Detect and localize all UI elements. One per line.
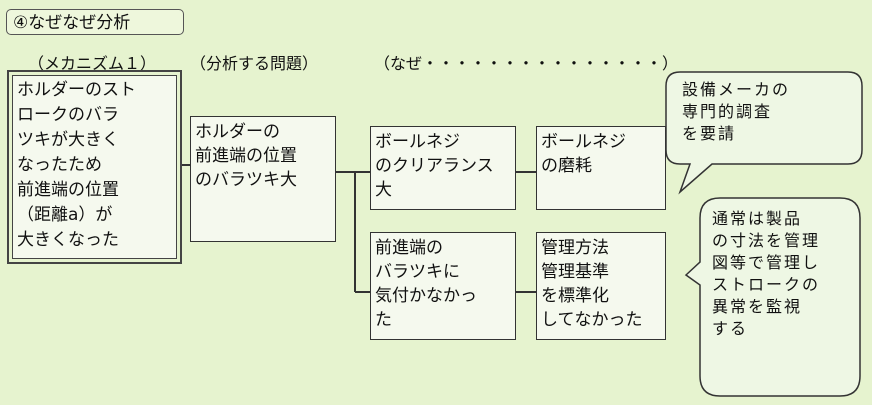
- why-heading: （なぜ・・・・・・・・・・・・・・・）: [374, 54, 679, 73]
- why1-lower-box: 前進端のバラツキに気付かなかった: [370, 232, 516, 340]
- mechanism-line: （距離a）が: [17, 205, 113, 225]
- mechanism-line: ツキが大きく: [17, 130, 119, 150]
- section-title: ④なぜなぜ分析: [6, 9, 184, 35]
- callout-lower-line: 図等で管理し: [712, 253, 821, 272]
- why2-upper-box: ボールネジの磨耗: [536, 126, 666, 210]
- mechanism-line: ホルダーのスト: [17, 80, 136, 100]
- why1-lower-line: た: [375, 310, 392, 330]
- mechanism-line: 前進端の位置: [17, 180, 119, 200]
- problem-line: 前進端の位置: [195, 146, 297, 166]
- callout-upper-text: 設備メーカの専門的調査を要請: [682, 79, 790, 145]
- why1-upper-line: ボールネジ: [375, 132, 460, 152]
- mechanism-heading: （メカニズム１）: [28, 54, 157, 73]
- callout-upper-line: を要請: [682, 124, 737, 143]
- callout-lower-line: 通常は製品: [712, 209, 803, 228]
- why2-upper-line: ボールネジ: [541, 132, 626, 152]
- why1-upper-box: ボールネジのクリアランス大: [370, 126, 516, 210]
- why2-lower-line: 管理基準: [541, 262, 609, 282]
- why2-upper-line: の磨耗: [541, 156, 592, 176]
- callout-upper-bubble: [665, 71, 863, 195]
- mechanism-box: ホルダーのストロークのバラツキが大きくなったため前進端の位置 （距離a）が大きくな…: [7, 70, 182, 264]
- mechanism-line: 大きくなった: [17, 230, 119, 250]
- problem-heading: （分析する問題）: [190, 54, 319, 73]
- callout-lower-line: の寸法を管理: [712, 231, 821, 250]
- problem-line: ホルダーの: [195, 122, 280, 142]
- why1-lower-line: 前進端の: [375, 238, 443, 258]
- problem-line: のバラツキ大: [195, 170, 297, 190]
- callout-lower-bubble: [684, 197, 861, 397]
- why1-upper-line: のクリアランス: [375, 156, 494, 176]
- callout-lower-line: する: [712, 319, 749, 338]
- why2-lower-line: 管理方法: [541, 238, 609, 258]
- problem-box: ホルダーの前進端の位置のバラツキ大: [190, 116, 336, 242]
- why1-lower-line: バラツキに: [375, 262, 460, 282]
- callout-lower-line: ストロークの: [712, 275, 821, 294]
- why1-lower-line: 気付かなかっ: [375, 286, 477, 306]
- callout-upper-line: 設備メーカの: [682, 80, 791, 99]
- callout-lower-text: 通常は製品の寸法を管理図等で管理しストロークの異常を監視する: [712, 208, 820, 340]
- why1-upper-line: 大: [375, 180, 392, 200]
- callout-upper-line: 専門的調査: [682, 102, 773, 121]
- why2-lower-box: 管理方法管理基準を標準化してなかった: [536, 232, 666, 340]
- callout-lower-line: 異常を監視: [712, 297, 803, 316]
- mechanism-line: なったため: [17, 155, 102, 175]
- why2-lower-line: してなかった: [541, 310, 643, 330]
- mechanism-line: ロークのバラ: [17, 105, 119, 125]
- why2-lower-line: を標準化: [541, 286, 609, 306]
